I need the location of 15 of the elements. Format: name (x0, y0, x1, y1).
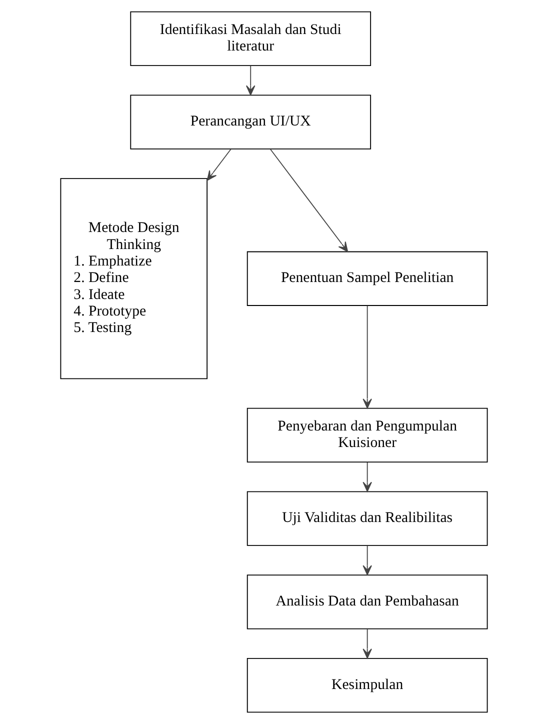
node-box: Identifikasi Masalah dan Studi literatur (130, 11, 372, 66)
node-box: Kesimpulan (246, 658, 488, 713)
arrow (362, 462, 372, 492)
arrow (270, 148, 348, 252)
arrow (362, 545, 372, 576)
node-box: Perancangan UI/UX (130, 94, 372, 150)
arrow (206, 148, 232, 181)
node-box: Penyebaran dan Pengumpulan Kuisioner (246, 408, 488, 462)
arrow (362, 628, 372, 659)
node-box: Uji Validitas dan Realibilitas (246, 491, 488, 546)
arrow (362, 305, 372, 409)
node-box: Metode Design Thinking 1. Emphatize 2. Define 3. Ideate 4. Prototype 5. Testing (60, 178, 208, 380)
arrow (246, 65, 256, 96)
node-box: Penentuan Sampel Penelitian (246, 251, 488, 306)
node-box: Analisis Data dan Pembahasan (246, 574, 488, 630)
